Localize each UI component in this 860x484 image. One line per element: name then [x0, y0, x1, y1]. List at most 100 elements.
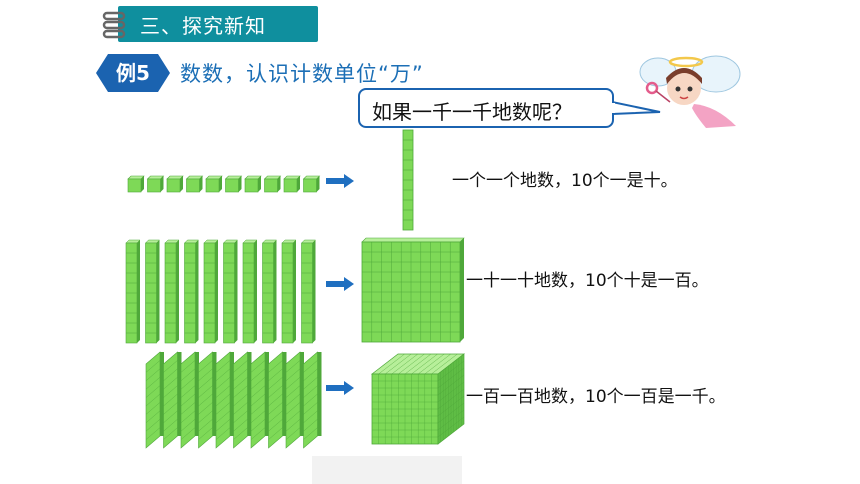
flat-grid-line	[145, 360, 161, 373]
unit-cube	[199, 176, 203, 192]
flat-grid-line	[233, 427, 248, 440]
cube-grid-line	[437, 388, 465, 410]
example-title: 数数，认识计数单位“万”	[180, 62, 424, 86]
unit-cube	[303, 178, 317, 193]
flat-grid-line	[180, 402, 196, 415]
flat-grid-line	[268, 393, 283, 407]
flat-grid-line	[180, 377, 196, 390]
unit-cube	[258, 176, 261, 192]
section-banner: 三、探究新知	[118, 6, 318, 42]
ten-rod	[176, 240, 179, 343]
flat-grid-line	[303, 410, 318, 423]
cube-grid-line	[418, 353, 445, 375]
flat-grid-line	[303, 427, 318, 440]
flat-grid-line	[285, 360, 301, 373]
cube-grid-line	[385, 353, 412, 375]
flat-grid-line	[163, 377, 178, 390]
flat-grid-line	[163, 427, 178, 440]
flat-grid-line	[215, 427, 231, 440]
arrow-icon	[326, 385, 346, 391]
flat-grid-line	[250, 368, 266, 381]
flat-grid-line	[285, 368, 301, 381]
flat-grid-line	[268, 410, 283, 423]
unit-cube	[277, 176, 281, 192]
flat-grid-line	[233, 360, 248, 373]
flat-grid-line	[285, 410, 301, 423]
flat-grid-line	[233, 385, 248, 398]
flat-grid-line	[198, 368, 213, 381]
flat-grid-line	[250, 393, 266, 407]
hundred-flat	[160, 352, 164, 436]
unit-cube	[127, 178, 142, 193]
speech-bubble-text: 如果一千一千地数呢？	[372, 100, 572, 124]
flat-grid-line	[163, 393, 178, 407]
flat-grid-line	[145, 377, 161, 390]
binder-rings-icon	[102, 11, 126, 39]
flat-grid-line	[198, 377, 213, 390]
arrow-icon	[344, 381, 354, 395]
flat-grid-line	[233, 419, 248, 432]
flat-grid-line	[145, 402, 161, 415]
ten-rod	[254, 240, 257, 343]
hundred-flat	[361, 237, 465, 243]
flat-grid-line	[250, 410, 266, 423]
hundred-flat	[300, 352, 304, 436]
unit-cube	[264, 178, 278, 193]
cube-grid-line	[424, 353, 451, 375]
flat-grid-line	[285, 427, 301, 440]
example-badge: 例5	[96, 54, 170, 92]
flat-grid-line	[268, 427, 283, 440]
unit-cube	[283, 178, 298, 193]
hundred-flat	[212, 352, 217, 436]
flat-grid-line	[303, 419, 318, 432]
hundred-flat	[195, 352, 199, 436]
unit-cube	[205, 178, 220, 193]
flat-grid-line	[215, 419, 231, 432]
flat-grid-line	[268, 377, 283, 390]
flat-grid-line	[250, 402, 266, 415]
flat-grid-line	[268, 385, 283, 398]
flat-grid-line	[215, 410, 231, 423]
fairy-girl-icon	[639, 55, 741, 128]
hundred-flat	[230, 352, 234, 436]
row-3-description: 一百一百地数，10个一百是一千。	[466, 387, 726, 407]
arrow-icon	[326, 178, 346, 184]
flat-grid-line	[285, 402, 301, 415]
unit-cube	[238, 176, 242, 192]
cube-grid-line	[398, 353, 425, 375]
flat-grid-line	[215, 402, 231, 415]
section-title: 三、探究新知	[140, 14, 266, 38]
flat-grid-line	[180, 360, 196, 373]
ten-rod	[156, 240, 160, 343]
arrow-icon	[326, 281, 346, 287]
cube-grid-line	[431, 353, 458, 375]
unit-cube	[297, 176, 300, 192]
unit-cube	[141, 176, 144, 192]
flat-grid-line	[163, 368, 178, 381]
flat-grid-line	[198, 410, 213, 423]
flat-grid-line	[268, 360, 283, 373]
flat-grid-line	[163, 410, 178, 423]
unit-cube	[225, 178, 239, 193]
flat-grid-line	[163, 402, 178, 415]
flat-grid-line	[303, 377, 318, 390]
flat-grid-line	[163, 419, 178, 432]
footer-blank-box	[312, 456, 462, 484]
flat-grid-line	[250, 427, 266, 440]
flat-grid-line	[198, 402, 213, 415]
hundred-flat	[460, 238, 464, 342]
flat-grid-line	[233, 368, 248, 381]
row-2-description: 一十一十地数，10个十是一百。	[466, 271, 709, 291]
unit-cube	[180, 176, 183, 192]
flat-grid-line	[145, 410, 161, 423]
flat-grid-line	[268, 402, 283, 415]
flat-grid-line	[233, 393, 248, 407]
flat-grid-line	[215, 360, 231, 373]
flat-grid-line	[215, 368, 231, 381]
hundred-flat	[265, 352, 269, 436]
row-1-description: 一个一个地数，10个一是十。	[452, 171, 678, 191]
flat-grid-line	[145, 393, 161, 407]
unit-cube	[219, 176, 222, 192]
